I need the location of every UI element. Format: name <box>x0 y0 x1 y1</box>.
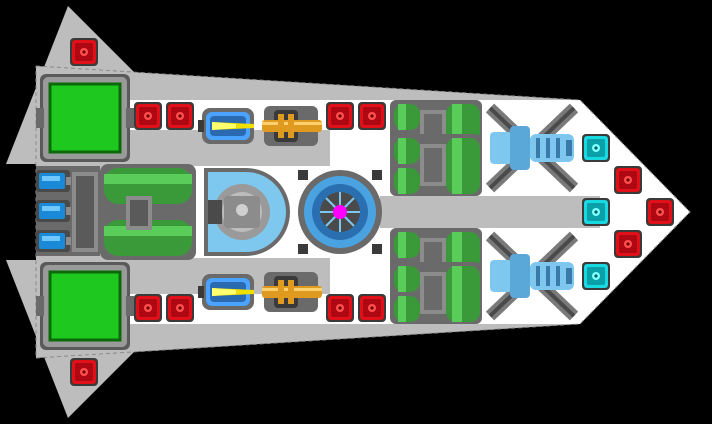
armor-block-icon[interactable] <box>166 294 194 322</box>
cockpit-icon[interactable] <box>204 168 290 256</box>
fuel-tank-icon[interactable] <box>390 134 482 196</box>
battery-bank <box>36 166 100 256</box>
fuel-tank-icon[interactable] <box>100 164 196 260</box>
cannon-turret-icon[interactable] <box>262 106 322 146</box>
laser-turret-icon[interactable] <box>198 108 254 144</box>
armor-block-icon[interactable] <box>134 102 162 130</box>
armor-block-icon[interactable] <box>358 294 386 322</box>
armor-block-icon[interactable] <box>614 230 642 258</box>
battery-cell-icon[interactable] <box>36 170 71 192</box>
battery-cell-icon[interactable] <box>36 200 71 222</box>
fuel-tank-icon[interactable] <box>390 262 482 324</box>
cyan-armor-block-icon[interactable] <box>582 134 610 162</box>
cyan-armor-block-icon[interactable] <box>582 198 610 226</box>
armor-block-icon[interactable] <box>326 102 354 130</box>
armor-block-icon[interactable] <box>614 166 642 194</box>
cyan-armor-block-icon[interactable] <box>582 262 610 290</box>
generator-icon[interactable] <box>34 72 136 164</box>
cannon-turret-icon[interactable] <box>262 272 322 312</box>
armor-block-icon[interactable] <box>134 294 162 322</box>
reactor-core-icon[interactable] <box>298 170 382 254</box>
generator-icon[interactable] <box>34 260 136 352</box>
thruster-icon[interactable] <box>486 104 578 192</box>
thruster-icon[interactable] <box>486 232 578 320</box>
laser-turret-icon[interactable] <box>198 274 254 310</box>
armor-blocks-cyan <box>582 134 610 290</box>
armor-block-icon[interactable] <box>166 102 194 130</box>
battery-cell-icon[interactable] <box>36 230 71 252</box>
armor-block-icon[interactable] <box>646 198 674 226</box>
armor-block-icon[interactable] <box>70 38 98 66</box>
armor-block-icon[interactable] <box>326 294 354 322</box>
armor-block-icon[interactable] <box>70 358 98 386</box>
armor-block-icon[interactable] <box>358 102 386 130</box>
